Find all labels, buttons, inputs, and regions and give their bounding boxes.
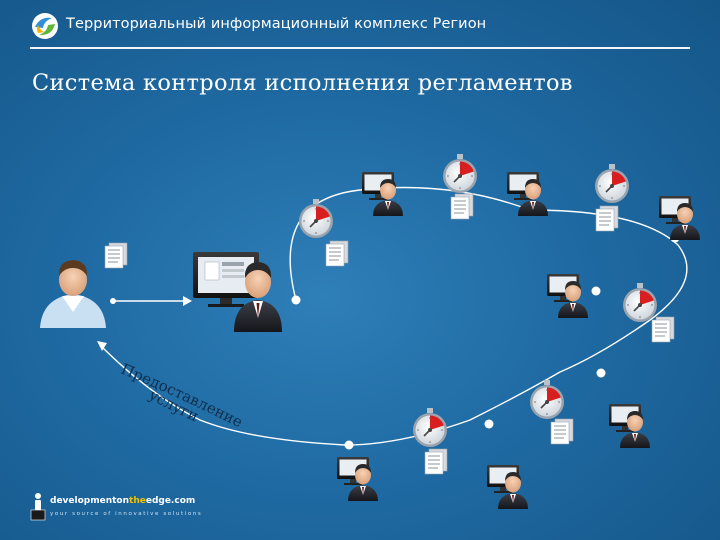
employee-workstation-icon bbox=[659, 196, 700, 240]
stopwatch-icon bbox=[412, 407, 448, 448]
stopwatch-icon bbox=[622, 282, 658, 323]
footer-brand-part1: developmenton bbox=[50, 496, 130, 506]
employee-workstation-icon bbox=[507, 172, 548, 216]
process-loop-path bbox=[99, 186, 688, 446]
document-stack-icon bbox=[550, 418, 574, 445]
document-stack-icon bbox=[595, 205, 619, 232]
stopwatch-icon bbox=[298, 198, 334, 239]
citizen-user-avatar-icon bbox=[40, 260, 106, 328]
developer-figure-icon bbox=[30, 493, 46, 521]
employee-workstation-icon bbox=[362, 172, 403, 216]
header-divider bbox=[30, 47, 690, 49]
stopwatch-icon bbox=[442, 153, 478, 194]
arrowhead bbox=[183, 296, 192, 306]
stopwatch-icon bbox=[594, 163, 630, 204]
document-stack-icon bbox=[325, 240, 349, 267]
document-stack-icon bbox=[651, 316, 675, 343]
footer-tagline: your source of innovative solutions bbox=[50, 511, 203, 517]
citizen-documents-icon bbox=[104, 242, 128, 269]
connector-dot bbox=[110, 298, 116, 304]
arc-label-service: Предоставление bbox=[118, 360, 245, 431]
footer-brand-part2: the bbox=[129, 496, 146, 506]
header-title: Территориальный информационный комплекс … bbox=[66, 16, 487, 32]
employee-workstation-icon bbox=[337, 457, 378, 501]
header-bar: Территориальный информационный комплекс … bbox=[0, 0, 720, 56]
document-stack-icon bbox=[424, 448, 448, 475]
footer-brand-part3: edge.com bbox=[145, 496, 196, 506]
footer-brand-block: developmentontheedge.com your source of … bbox=[30, 490, 230, 530]
employee-workstation-icon bbox=[487, 465, 528, 509]
globe-swirl-logo bbox=[32, 13, 58, 39]
employee-workstation-icon bbox=[547, 274, 588, 318]
footer-brand-text[interactable]: developmentontheedge.com bbox=[50, 496, 195, 506]
document-stack-icon bbox=[450, 193, 474, 220]
slide-title: Система контроля исполнения регламентов bbox=[32, 70, 573, 96]
operator-at-computer-icon bbox=[193, 252, 282, 332]
arrowhead bbox=[97, 341, 107, 351]
employee-workstation-icon bbox=[609, 404, 650, 448]
